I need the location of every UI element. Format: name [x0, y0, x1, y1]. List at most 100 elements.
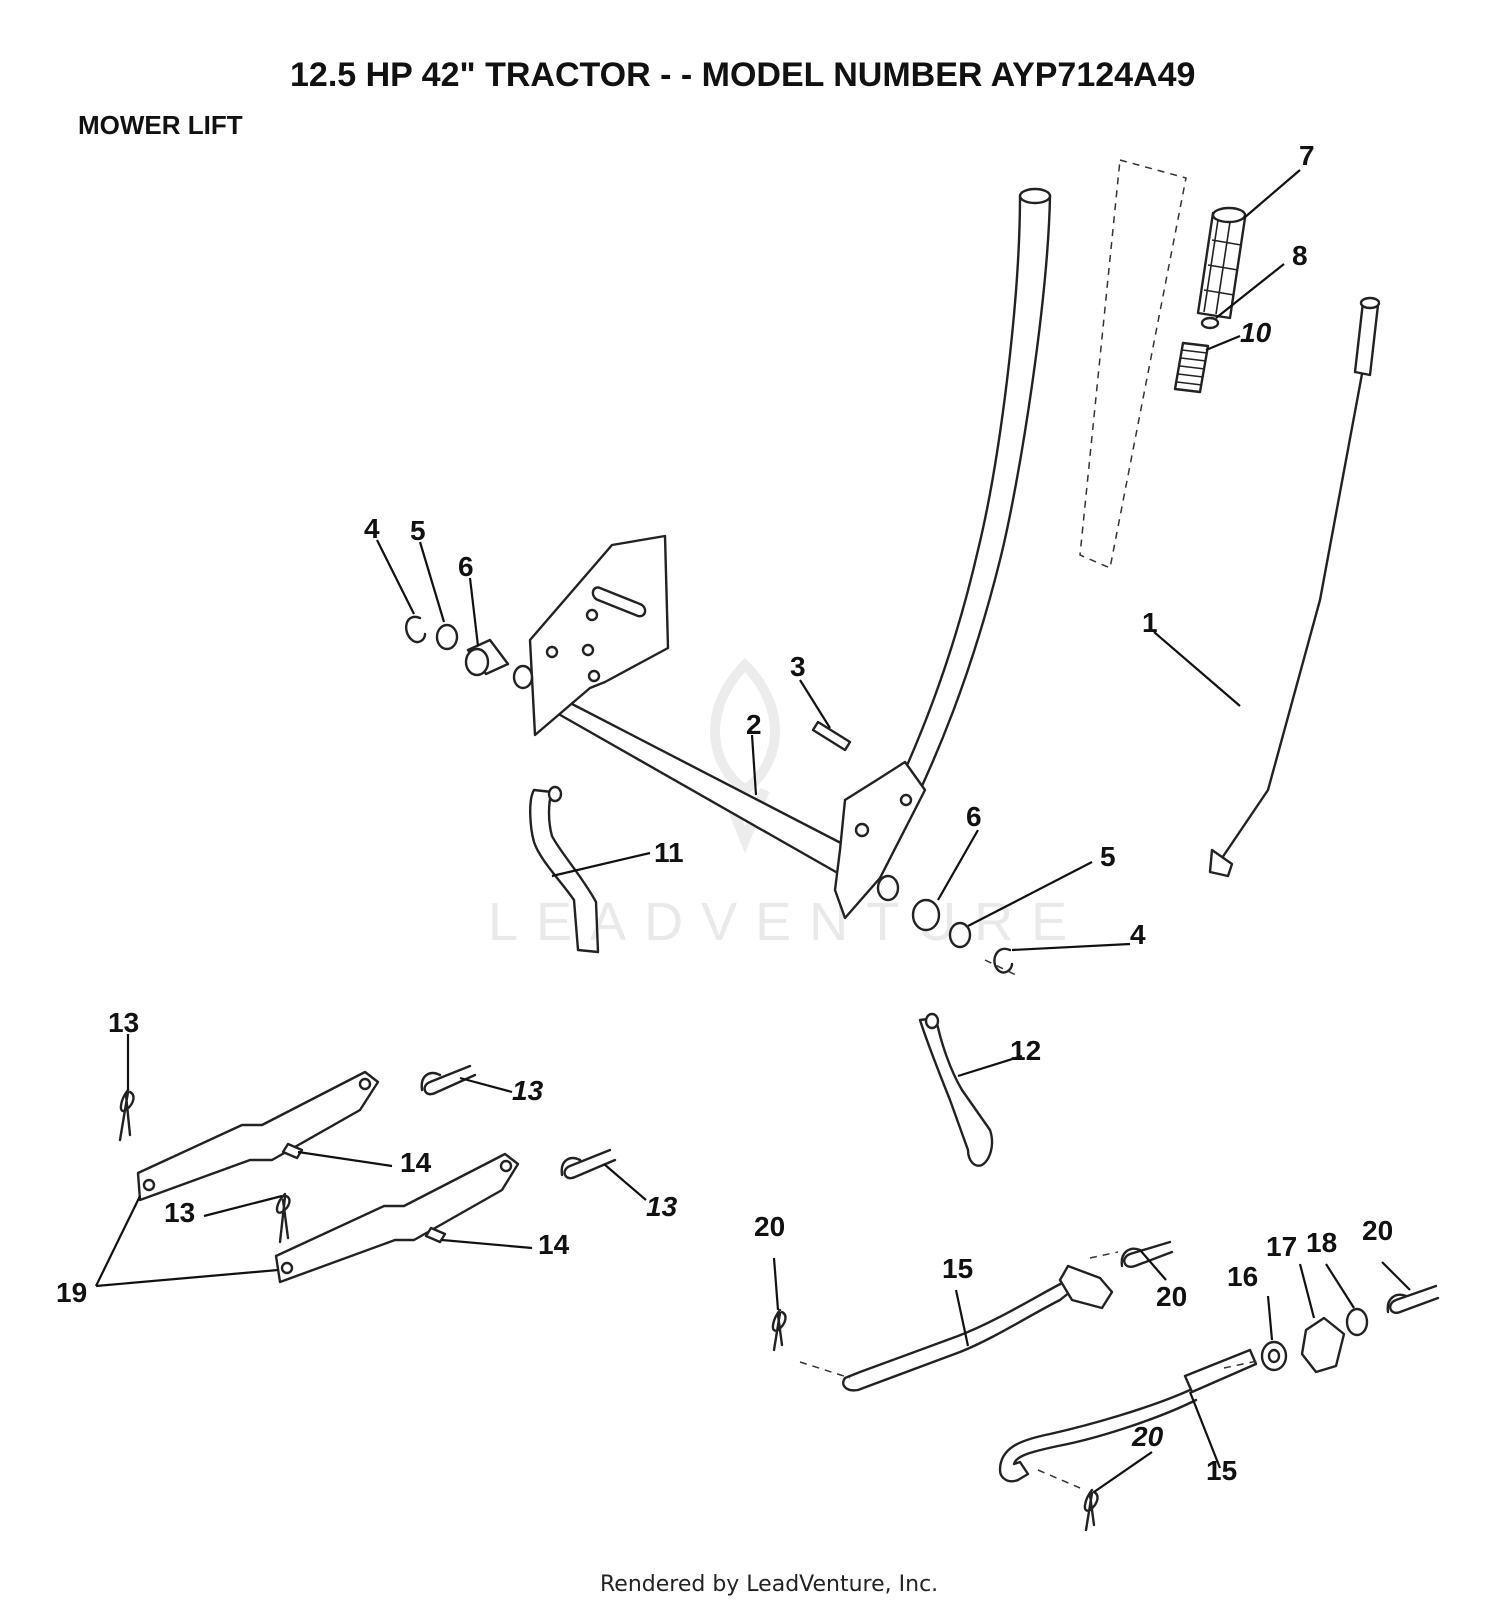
lift-plate-hole-3	[581, 643, 595, 657]
leader-19-upper	[95, 1195, 141, 1287]
callout-12: 12	[1010, 1035, 1041, 1066]
callout-5-left: 5	[410, 515, 426, 546]
callout-11: 11	[654, 837, 684, 868]
callout-2: 2	[746, 709, 762, 740]
part-19-link-plates	[136, 1070, 520, 1284]
part-5-washer-right	[948, 921, 972, 949]
callout-13-4: 13	[646, 1191, 678, 1222]
handle-outline-dashed	[1079, 159, 1187, 570]
part-6-bushing-right	[911, 898, 941, 932]
footer-credit: Rendered by LeadVenture, Inc.	[600, 1572, 938, 1597]
callout-3: 3	[790, 651, 806, 682]
lift-rod-15-upper-block	[1058, 1264, 1114, 1310]
leader-5-right	[967, 861, 1093, 927]
part-13-hairpin-2	[420, 1064, 477, 1096]
callout-16: 16	[1227, 1261, 1258, 1292]
lift-plate-hole-2	[545, 645, 559, 659]
part-4-clip-left	[404, 615, 427, 644]
part-12-lift-link	[918, 1012, 994, 1167]
lift-rod-cap	[1359, 296, 1381, 310]
leader-20-4	[1093, 1451, 1153, 1493]
leader-14-upper	[297, 1150, 393, 1168]
part-5-washer-left	[435, 623, 459, 651]
part-16-nut	[1260, 1340, 1288, 1372]
callout-17: 17	[1266, 1231, 1297, 1262]
callout-15-lower: 15	[1206, 1455, 1237, 1486]
link-plate-upper-hole-1	[142, 1178, 156, 1192]
callout-7: 7	[1299, 140, 1315, 171]
callout-15-upper: 15	[942, 1253, 973, 1284]
part-3-roll-pin	[811, 720, 852, 752]
callout-19: 19	[56, 1277, 87, 1308]
link-plate-lower	[274, 1152, 520, 1284]
lift-bracket-hole	[854, 822, 870, 838]
leader-20-3	[1381, 1261, 1411, 1291]
spring-coils	[1176, 349, 1208, 386]
leader-15-lower	[1188, 1391, 1222, 1469]
callout-20-3: 20	[1362, 1215, 1393, 1246]
part-13-hairpin-4	[560, 1148, 617, 1180]
part-20-hairpin-4	[1083, 1488, 1099, 1532]
callout-6-right: 6	[966, 801, 982, 832]
leader-3	[799, 679, 831, 729]
link-plate-lower-hole-2	[499, 1159, 513, 1173]
lift-rod-15-lower-thread	[1183, 1348, 1258, 1394]
axis-dash-right	[984, 959, 1019, 977]
lift-bracket-right	[833, 760, 927, 920]
part-20-hairpin-1	[771, 1308, 787, 1352]
lift-rod-end	[1208, 848, 1234, 878]
leader-13-4	[603, 1163, 647, 1201]
leader-4-left	[376, 539, 415, 615]
watermark-text: LEADVENTURE	[488, 892, 1085, 952]
leader-8	[1215, 263, 1285, 319]
callout-5-right: 5	[1100, 841, 1116, 872]
part-16-nut-hole	[1267, 1348, 1281, 1364]
lift-plate-left	[528, 534, 670, 737]
callout-4-right: 4	[1130, 919, 1146, 950]
lift-handle-tube	[858, 194, 1052, 872]
part-2-lift-shaft-assembly	[528, 187, 1052, 920]
leader-13-3	[203, 1194, 283, 1218]
lift-plate-slot	[591, 586, 647, 618]
lift-rod-handle	[1353, 300, 1380, 377]
part-17-trunnion	[1300, 1316, 1346, 1374]
lift-shaft-end-right	[876, 874, 900, 902]
callouts: 7 8 10 4 5 6 3 2 1 11 6 5 4 13 13 12 14 …	[56, 140, 1393, 1486]
lift-rod-shaft	[1220, 372, 1364, 860]
leader-14-lower	[441, 1238, 533, 1250]
callout-20-4: 20	[1131, 1421, 1164, 1452]
lift-link-11-pin	[547, 785, 563, 803]
lift-link-12-body	[918, 1016, 994, 1167]
part-14-pin-lower	[424, 1226, 447, 1244]
lift-bracket-hole-2	[899, 793, 913, 807]
handle-grip-ribs	[1203, 219, 1242, 315]
callout-20-1: 20	[754, 1211, 785, 1242]
callout-8: 8	[1292, 240, 1308, 271]
handle-grip-top	[1211, 206, 1247, 224]
part-13-hairpin-1	[118, 1088, 135, 1142]
leader-20-2	[1139, 1249, 1167, 1281]
callout-14-lower: 14	[538, 1229, 570, 1260]
part-4-clip-right	[993, 947, 1014, 974]
leader-15-upper	[954, 1289, 970, 1347]
part-14-pin-upper	[281, 1142, 304, 1160]
leader-6-left	[468, 577, 480, 647]
part-8-cap	[1200, 316, 1220, 330]
leader-18	[1325, 1263, 1355, 1309]
part-10-spring	[1173, 341, 1210, 394]
leader-10	[1205, 334, 1241, 352]
leader-6-right	[937, 829, 979, 901]
leader-19-lower	[95, 1268, 279, 1288]
lift-shaft	[543, 688, 868, 882]
leader-13-2	[459, 1076, 513, 1094]
leader-1	[1153, 631, 1241, 707]
leader-5-left	[418, 541, 446, 623]
leader-2	[750, 734, 758, 796]
axis-dash-right-hardware	[1223, 1359, 1263, 1369]
axis-dash-lower-left	[799, 1361, 851, 1379]
part-20-hairpin-2	[1120, 1240, 1174, 1268]
lift-plate-hole-4	[587, 669, 601, 683]
part-11-lift-link	[529, 785, 600, 954]
part-20-hairpin-3	[1386, 1284, 1440, 1314]
